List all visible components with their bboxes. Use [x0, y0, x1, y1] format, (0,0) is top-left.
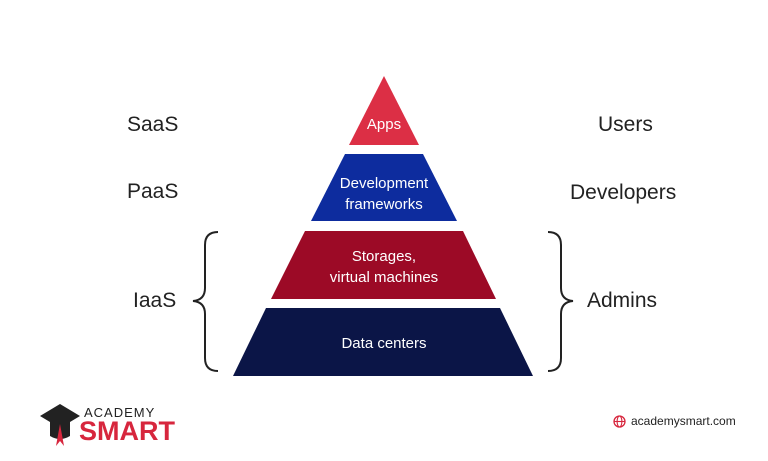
- layer-apps-label: Apps: [366, 116, 402, 133]
- logo-text-bottom: SMART: [79, 416, 175, 446]
- layer-dev-text: Development frameworks: [340, 173, 428, 215]
- layer-storage-label-line2: virtual machines: [329, 269, 439, 286]
- paas-label: PaaS: [127, 180, 179, 203]
- layer-storage-text: Storages, virtual machines: [330, 246, 438, 288]
- layer-apps-text: Apps: [367, 114, 401, 135]
- layer-dev-label-line1: Development: [339, 175, 429, 192]
- layer-datacenter-shape: [233, 308, 533, 376]
- website-link[interactable]: academysmart.com: [613, 414, 736, 428]
- left-brace: [192, 231, 219, 372]
- logo-text-top: ACADEMY: [84, 405, 156, 420]
- layer-apps-shape: [349, 76, 419, 145]
- globe-icon: [613, 414, 626, 428]
- saas-label: SaaS: [127, 113, 179, 136]
- layer-datacenter-text: Data centers: [341, 333, 426, 354]
- layer-dev-shape: [311, 154, 457, 221]
- users-label: Users: [598, 113, 653, 136]
- layer-datacenter-label: Data centers: [341, 335, 427, 352]
- admins-label: Admins: [587, 289, 658, 312]
- academy-smart-logo-icon: [40, 404, 80, 446]
- layer-storage-shape: [271, 231, 496, 299]
- iaas-label: IaaS: [133, 289, 177, 312]
- website-text: academysmart.com: [631, 414, 736, 428]
- layer-dev-label-line2: frameworks: [345, 196, 423, 213]
- developers-label: Developers: [570, 181, 677, 204]
- layer-storage-label-line1: Storages,: [351, 248, 417, 265]
- right-brace: [547, 231, 574, 372]
